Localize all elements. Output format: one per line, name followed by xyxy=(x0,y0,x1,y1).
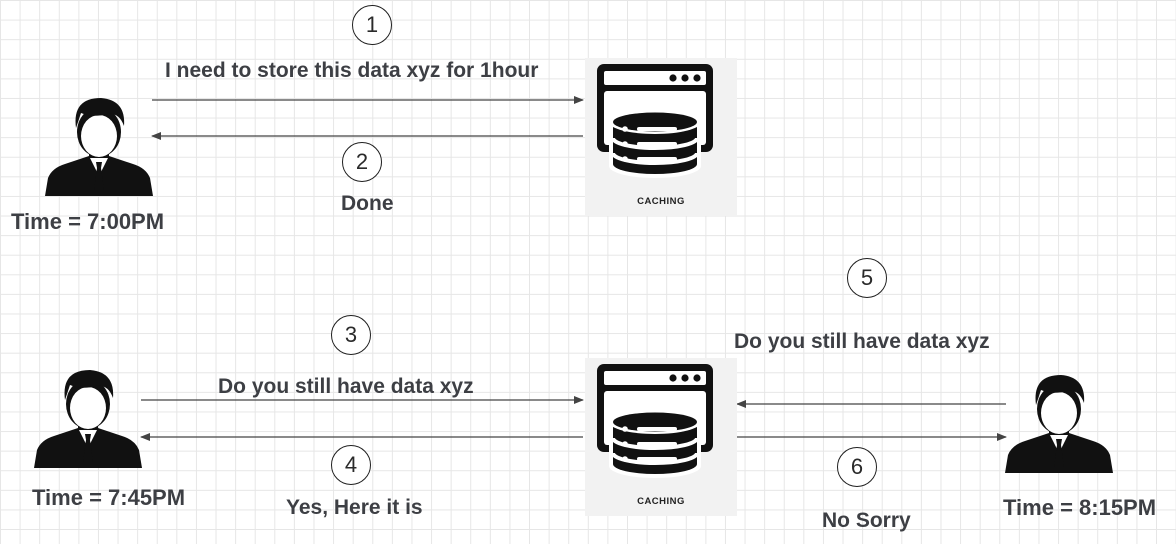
message-1-label: I need to store this data xyz for 1hour xyxy=(165,59,539,82)
step-3-badge: 3 xyxy=(331,315,371,355)
caching-server-top: CACHING xyxy=(585,58,737,216)
message-3-label: Do you still have data xyz xyxy=(218,375,474,398)
time-label-2: Time = 7:45PM xyxy=(32,485,186,510)
user-icon xyxy=(45,96,153,196)
time-label-3: Time = 8:15PM xyxy=(1003,495,1157,520)
step-5-badge: 5 xyxy=(847,258,887,298)
caching-server-icon xyxy=(597,64,713,178)
message-6-label: No Sorry xyxy=(822,509,911,532)
message-5-label: Do you still have data xyz xyxy=(734,330,990,353)
caching-label: CACHING xyxy=(637,496,685,507)
caching-server-icon xyxy=(597,364,713,478)
user-icon xyxy=(1005,373,1113,473)
caching-server-bottom: CACHING xyxy=(585,358,737,516)
user-icon xyxy=(34,368,142,468)
step-4-badge: 4 xyxy=(331,445,371,485)
message-2-label: Done xyxy=(341,192,394,215)
caching-label: CACHING xyxy=(637,196,685,207)
step-6-badge: 6 xyxy=(837,447,877,487)
step-2-badge: 2 xyxy=(342,142,382,182)
time-label-1: Time = 7:00PM xyxy=(11,209,165,234)
message-4-label: Yes, Here it is xyxy=(286,496,423,519)
step-1-badge: 1 xyxy=(352,5,392,45)
